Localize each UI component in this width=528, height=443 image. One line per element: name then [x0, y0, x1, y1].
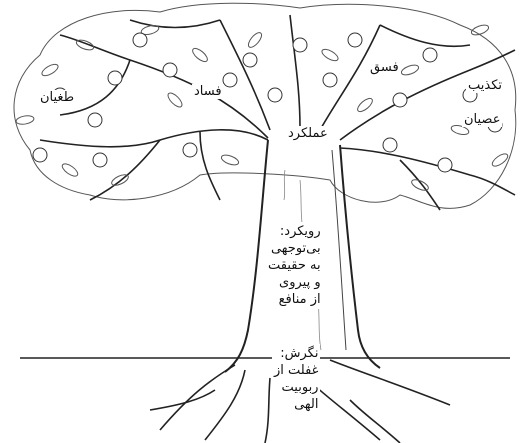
- roots-line: الهی: [294, 397, 319, 412]
- label-fasad: فساد: [192, 84, 224, 99]
- trunk: [224, 139, 269, 373]
- trunk-line: بی‌توجهی: [270, 241, 321, 256]
- label-isyan: عصیان: [462, 112, 503, 127]
- canopy-outline: [13, 2, 517, 209]
- label-tughyan: طغیان: [38, 90, 77, 105]
- roots-text: نگرش: غفلت از ربوبیت الهی: [272, 344, 321, 414]
- roots-line: ربوبیت: [281, 380, 319, 395]
- leaves: [15, 24, 509, 191]
- label-branches: عملکرد: [286, 126, 330, 141]
- trunk-line: از منافع: [278, 292, 321, 307]
- trunk-line: به حقیقت: [268, 258, 321, 273]
- trunk-line: و پیروی: [279, 275, 321, 290]
- fruits: [32, 32, 503, 173]
- trunk-heading: رویکرد:: [279, 224, 321, 239]
- roots-line: غفلت از: [274, 363, 319, 378]
- branches: [39, 14, 516, 211]
- label-takdhib: تکذیب: [466, 78, 505, 93]
- roots-heading: نگرش:: [280, 346, 319, 361]
- trunk-text: رویکرد: بی‌توجهی به حقیقت و پیروی از منا…: [266, 222, 323, 309]
- label-fisq: فسق: [368, 60, 401, 75]
